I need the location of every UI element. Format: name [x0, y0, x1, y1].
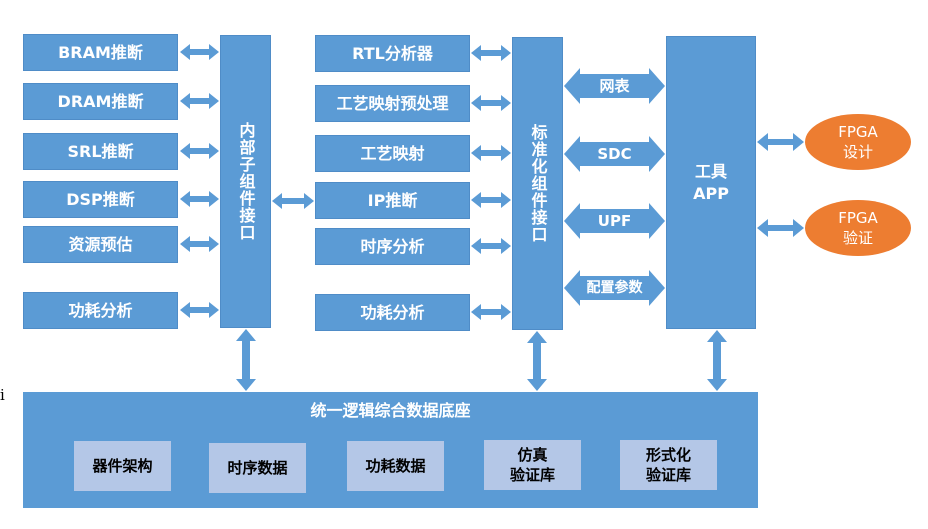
arrow-app-to-fpga-verify [757, 219, 804, 237]
db-item-device-architecture: 器件架构 [74, 441, 171, 491]
arrow-middle-module-5 [471, 304, 511, 320]
arrow-left-module-0 [180, 44, 219, 60]
module-dsp-inference: DSP推断 [23, 181, 178, 218]
arrow-left-module-1 [180, 93, 219, 109]
arrow-internal-to-db [236, 329, 256, 391]
arrow-label-config: 配置参数 [586, 280, 643, 296]
arrow-standard-to-db [527, 331, 547, 391]
module-tech-mapping: 工艺映射 [315, 135, 470, 172]
arrow-left-module-2 [180, 143, 219, 159]
arrow-interface-to-app-2 [564, 203, 665, 239]
internal-interface-label: 内部子组件接口 [236, 122, 256, 241]
module-resource-estimate: 资源预估 [23, 226, 178, 263]
stray-character: i [0, 386, 5, 404]
module-bram-inference: BRAM推断 [23, 34, 178, 71]
db-item-timing-data: 时序数据 [209, 443, 306, 493]
arrow-interface-to-app-3 [564, 270, 665, 306]
arrow-left-module-4 [180, 236, 219, 252]
database-title: 统一逻辑综合数据底座 [310, 401, 471, 420]
arrow-label-netlist: 网表 [599, 77, 630, 95]
module-rtl-analyzer: RTL分析器 [315, 35, 470, 72]
arrow-internal-to-middle [272, 193, 314, 209]
arrow-interface-to-app-1 [564, 136, 665, 172]
module-srl-inference: SRL推断 [23, 133, 178, 170]
output-fpga-verify-line1: FPGA [838, 209, 878, 227]
db-item-power-data: 功耗数据 [347, 441, 444, 491]
module-tech-mapping-preprocess: 工艺映射预处理 [315, 85, 470, 122]
arrow-middle-module-0 [471, 45, 511, 61]
arrow-middle-module-1 [471, 95, 511, 111]
module-power-analysis-left: 功耗分析 [23, 292, 178, 329]
output-fpga-design-line2: 设计 [842, 143, 873, 161]
output-fpga-verify: FPGA 验证 [805, 200, 911, 256]
output-fpga-design-line1: FPGA [838, 123, 878, 141]
tool-app: 工具 APP [666, 36, 756, 329]
arrow-app-to-db [707, 330, 727, 391]
arrow-middle-module-4 [471, 238, 511, 254]
arrow-middle-module-2 [471, 145, 511, 161]
standard-interface: 标准化组件接口 [512, 37, 563, 330]
module-power-analysis-middle: 功耗分析 [315, 294, 470, 331]
output-fpga-verify-line2: 验证 [842, 229, 873, 247]
db-item-formal-lib: 形式化 验证库 [620, 440, 717, 490]
internal-interface: 内部子组件接口 [220, 35, 271, 328]
output-fpga-design: FPGA 设计 [805, 114, 911, 170]
arrow-middle-module-3 [471, 192, 511, 208]
arrow-label-upf: UPF [597, 212, 632, 230]
db-item-simulation-lib: 仿真 验证库 [484, 440, 581, 490]
arrow-interface-to-app-0 [564, 68, 665, 104]
arrow-left-module-3 [180, 191, 219, 207]
standard-interface-label: 标准化组件接口 [528, 124, 548, 243]
arrow-left-module-5 [180, 302, 219, 318]
module-ip-inference: IP推断 [315, 182, 470, 219]
module-timing-analysis: 时序分析 [315, 228, 470, 265]
arrow-app-to-fpga-design [757, 133, 804, 151]
arrow-label-sdc: SDC [597, 145, 632, 163]
module-dram-inference: DRAM推断 [23, 83, 178, 120]
